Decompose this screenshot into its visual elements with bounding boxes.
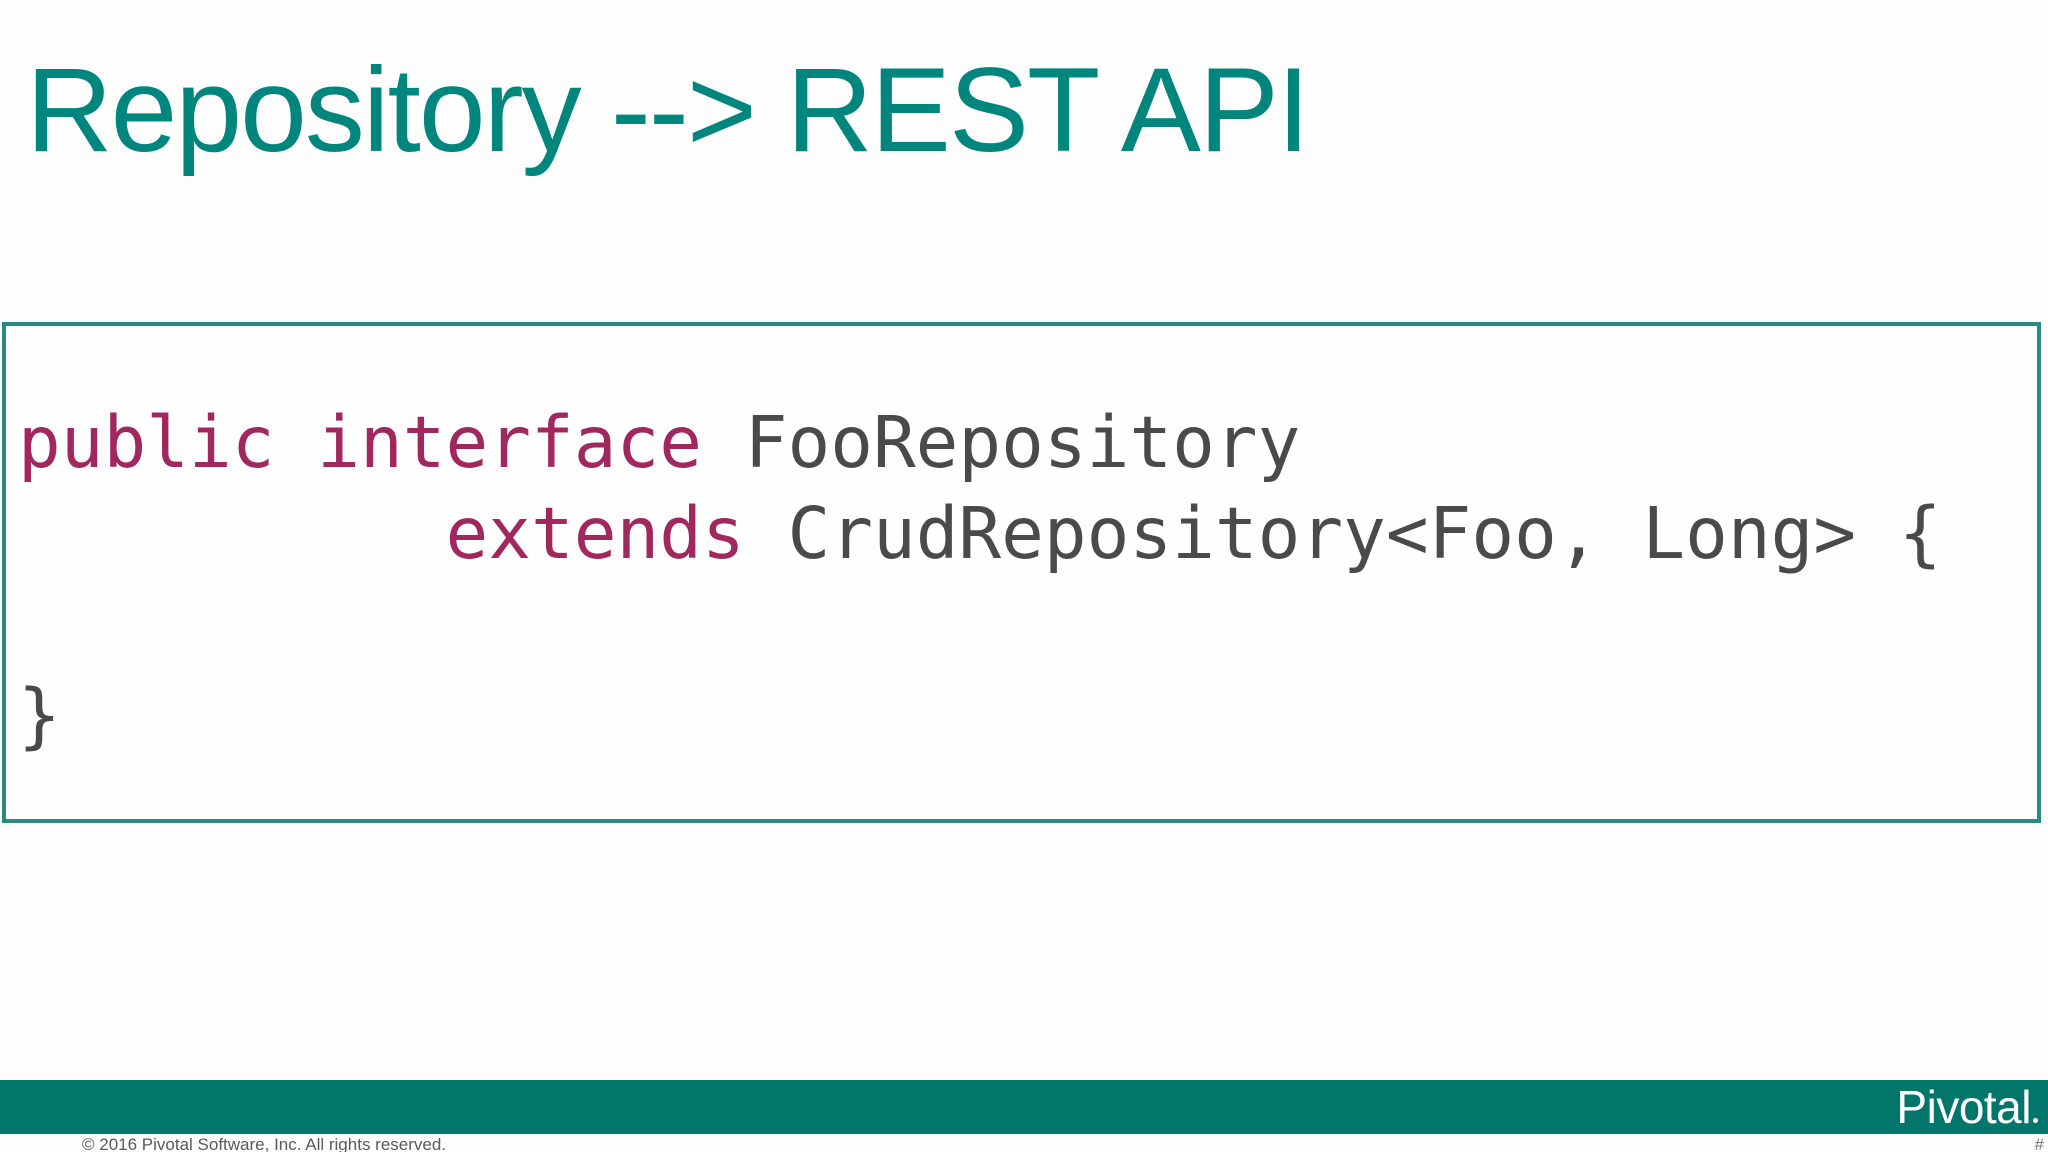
extends-clause: CrudRepository<Foo, Long> {: [787, 492, 1942, 575]
logo-text: Pivotal: [1896, 1081, 2031, 1133]
footer-bar: Pivotal: [0, 1080, 2048, 1134]
keyword-interface: interface: [317, 401, 702, 484]
page-number: #: [2034, 1135, 2044, 1152]
pivotal-logo: Pivotal: [1896, 1080, 2038, 1134]
keyword-public: public: [18, 401, 275, 484]
keyword-extends: extends: [445, 492, 745, 575]
code-line-closing-brace: }: [18, 674, 61, 757]
copyright-notice: © 2016 Pivotal Software, Inc. All rights…: [82, 1135, 447, 1152]
code-line-2: extends CrudRepository<Foo, Long> {: [18, 489, 1942, 579]
code-indent: [18, 492, 445, 575]
code-block: public interface FooRepository extends C…: [2, 322, 2041, 823]
interface-name: FooRepository: [744, 401, 1301, 484]
code-line-1: public interface FooRepository: [18, 398, 1300, 488]
slide-title: Repository --> REST API: [26, 43, 1310, 177]
logo-dot-icon: [2033, 1118, 2038, 1123]
